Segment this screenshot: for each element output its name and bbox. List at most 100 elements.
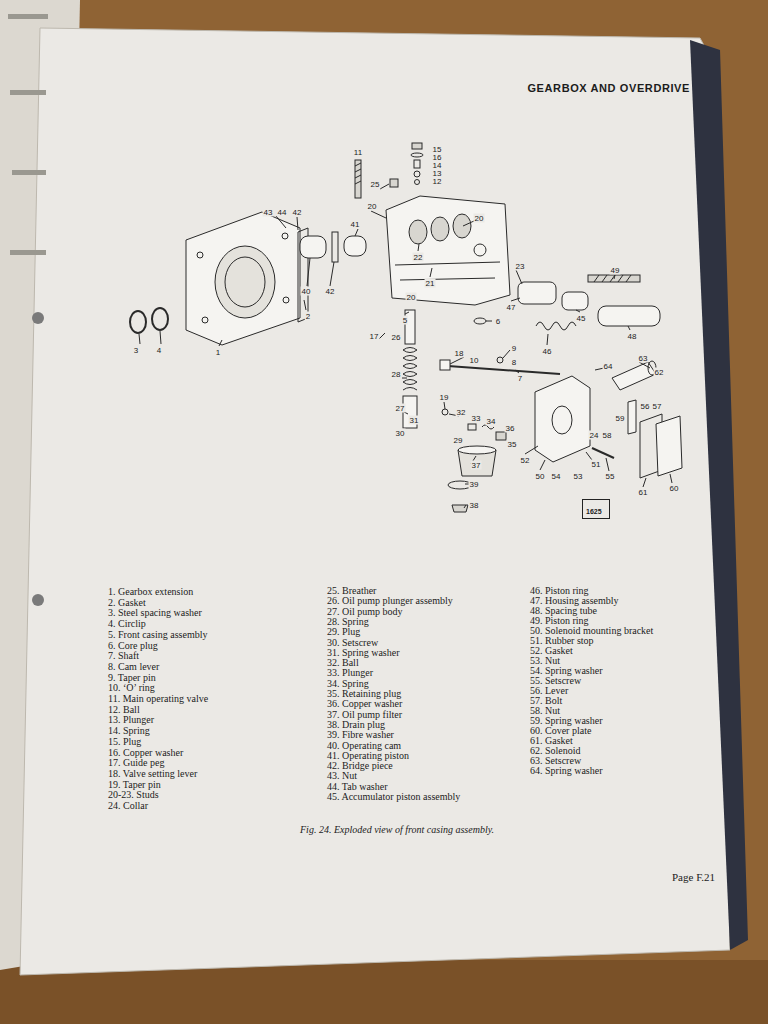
parts-list-entry: 33. Plunger <box>327 667 373 678</box>
callout-number: 31 <box>409 416 420 425</box>
parts-list-entry: 5. Front casing assembly <box>108 629 207 640</box>
callout-number: 23 <box>515 262 526 271</box>
parts-list-entry: 28. Spring <box>327 616 369 627</box>
page-number: Page F.21 <box>672 871 715 883</box>
callout-number: 40 <box>301 287 312 296</box>
drawing-number: 1625 <box>586 508 602 515</box>
parts-list-entry: 3. Steel spacing washer <box>108 607 202 618</box>
parts-list-entry: 8. Cam lever <box>108 661 159 672</box>
parts-list-entry: 29. Plug <box>327 626 360 637</box>
callout-number: 59 <box>615 414 626 423</box>
figure-caption: Fig. 24. Exploded view of front casing a… <box>300 824 494 835</box>
parts-list-entry: 58. Nut <box>530 705 560 716</box>
parts-list-entry: 43. Nut <box>327 770 357 781</box>
parts-list-entry: 34. Spring <box>327 678 369 689</box>
callout-number: 25 <box>370 180 381 189</box>
parts-list-entry: 2. Gasket <box>108 597 146 608</box>
parts-list-entry: 12. Ball <box>108 704 140 715</box>
parts-list-entry: 36. Copper washer <box>327 698 402 709</box>
callout-number: 37 <box>471 461 482 470</box>
parts-list-entry: 38. Drain plug <box>327 719 385 730</box>
parts-list-entry: 31. Spring washer <box>327 647 400 658</box>
parts-list-entry: 60. Cover plate <box>530 725 591 736</box>
parts-list-entry: 7. Shaft <box>108 650 139 661</box>
parts-list-entry: 52. Gasket <box>530 645 573 656</box>
callout-number: 42 <box>292 208 303 217</box>
callout-number: 52 <box>520 456 531 465</box>
parts-list-entry: 37. Oil pump filter <box>327 709 402 720</box>
callout-number: 8 <box>511 358 517 367</box>
callout-number: 6 <box>495 317 501 326</box>
callout-number: 21 <box>425 279 436 288</box>
callout-number: 60 <box>669 484 680 493</box>
parts-list-entry: 17. Guide peg <box>108 757 164 768</box>
drawing-number-box: 1625 <box>582 499 610 519</box>
parts-list-entry: 16. Copper washer <box>108 747 183 758</box>
callout-number: 42 <box>325 287 336 296</box>
parts-list-entry: 20-23. Studs <box>108 789 159 800</box>
parts-list-entry: 40. Operating cam <box>327 740 401 751</box>
parts-list-entry: 61. Gasket <box>530 735 573 746</box>
callout-number: 58 <box>602 431 613 440</box>
parts-list-entry: 57. Bolt <box>530 695 562 706</box>
parts-list-entry: 63. Setscrew <box>530 755 581 766</box>
callout-number: 51 <box>591 460 602 469</box>
callout-number: 12 <box>432 177 443 186</box>
callout-number: 64 <box>603 362 614 371</box>
callout-number: 20 <box>406 293 417 302</box>
callout-number: 20 <box>367 202 378 211</box>
parts-list-entry: 10. ‘O’ ring <box>108 682 155 693</box>
parts-list-entry: 27. Oil pump body <box>327 606 403 617</box>
callout-number: 19 <box>439 393 450 402</box>
parts-list-entry: 9. Taper pin <box>108 672 156 683</box>
callout-number: 38 <box>469 501 480 510</box>
callout-number: 2 <box>305 312 311 321</box>
callout-number: 24 <box>589 431 600 440</box>
callout-number: 4 <box>156 346 162 355</box>
parts-list-entry: 54. Spring washer <box>530 665 603 676</box>
callout-number: 22 <box>413 253 424 262</box>
callout-number: 43 <box>263 208 274 217</box>
parts-list-entry: 64. Spring washer <box>530 765 603 776</box>
callout-number: 36 <box>505 424 516 433</box>
callout-number: 7 <box>517 374 523 383</box>
parts-list-entry: 6. Core plug <box>108 640 158 651</box>
parts-list-entry: 15. Plug <box>108 736 141 747</box>
parts-list-entry: 56. Lever <box>530 685 568 696</box>
callout-number: 29 <box>453 436 464 445</box>
parts-list-entry: 59. Spring washer <box>530 715 603 726</box>
parts-list-entry: 55. Setscrew <box>530 675 581 686</box>
parts-list-entry: 24. Collar <box>108 800 148 811</box>
callout-number: 17 <box>369 332 380 341</box>
parts-list-entry: 53. Nut <box>530 655 560 666</box>
parts-list-entry: 39. Fibre washer <box>327 729 394 740</box>
parts-list-entry: 46. Piston ring <box>530 585 589 596</box>
callout-number: 10 <box>469 356 480 365</box>
callout-number: 3 <box>133 346 139 355</box>
parts-list-entry: 41. Operating piston <box>327 750 409 761</box>
callout-number: 44 <box>277 208 288 217</box>
parts-list-entry: 18. Valve setting lever <box>108 768 197 779</box>
callout-number: 33 <box>471 414 482 423</box>
parts-list-entry: 47. Housing assembly <box>530 595 619 606</box>
callout-number: 5 <box>402 316 408 325</box>
callout-number: 62 <box>654 368 665 377</box>
callout-number: 48 <box>627 332 638 341</box>
callout-number: 34 <box>486 417 497 426</box>
parts-list-entry: 48. Spacing tube <box>530 605 597 616</box>
callout-number: 28 <box>391 370 402 379</box>
callout-number: 1 <box>215 348 221 357</box>
parts-list-entry: 26. Oil pump plunger assembly <box>327 595 453 606</box>
callout-number: 56 <box>640 402 651 411</box>
parts-list-entry: 44. Tab washer <box>327 781 388 792</box>
callout-number: 57 <box>652 402 663 411</box>
callout-number: 39 <box>469 480 480 489</box>
callout-number: 35 <box>507 440 518 449</box>
callout-number: 49 <box>610 266 621 275</box>
callout-number: 61 <box>638 488 649 497</box>
parts-list-entry: 19. Taper pin <box>108 779 161 790</box>
parts-list-entry: 45. Accumulator piston assembly <box>327 791 460 802</box>
parts-list-entry: 32. Ball <box>327 657 359 668</box>
